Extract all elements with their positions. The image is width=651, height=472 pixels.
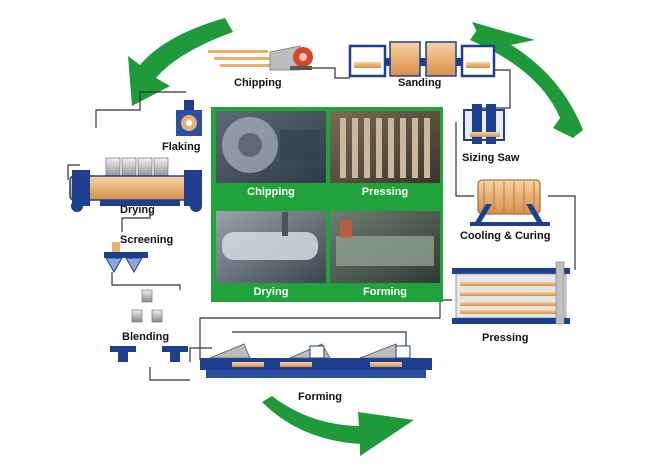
blending-unit xyxy=(110,289,188,362)
label-drying: Drying xyxy=(120,204,155,216)
label-sizing-saw: Sizing Saw xyxy=(462,152,520,164)
photo-chipping: Chipping xyxy=(216,111,326,199)
photo-label-forming: Forming xyxy=(363,286,407,298)
sanding-machine xyxy=(348,41,496,78)
chipping-machine xyxy=(208,45,313,71)
label-pressing: Pressing xyxy=(482,332,528,344)
label-forming: Forming xyxy=(298,391,342,403)
photo-panel: Chipping Pressing Drying xyxy=(211,107,443,302)
flaking-machine xyxy=(176,100,202,136)
pressing-machine xyxy=(452,261,570,325)
photo-drying: Drying xyxy=(216,211,326,299)
cooling-curing-unit xyxy=(470,179,550,226)
cycle-arrow-top-right xyxy=(470,22,583,138)
label-flaking: Flaking xyxy=(162,141,201,153)
forming-line xyxy=(200,343,432,378)
photo-pressing: Pressing xyxy=(330,111,440,199)
photo-label-drying: Drying xyxy=(254,286,289,298)
label-blending: Blending xyxy=(122,331,169,343)
drying-drum xyxy=(69,157,202,212)
screening-unit xyxy=(104,242,148,274)
photo-forming: Forming xyxy=(330,211,440,299)
label-sanding: Sanding xyxy=(398,77,441,89)
label-screening: Screening xyxy=(120,234,173,246)
label-cooling-curing: Cooling & Curing xyxy=(460,230,550,242)
label-chipping: Chipping xyxy=(234,77,282,89)
process-connectors xyxy=(67,67,576,381)
photo-label-chipping: Chipping xyxy=(247,186,295,198)
photo-label-pressing: Pressing xyxy=(362,186,408,198)
sizing-saw xyxy=(463,104,505,144)
cycle-arrow-bottom xyxy=(262,396,414,456)
cycle-arrow-top-left xyxy=(128,18,233,106)
